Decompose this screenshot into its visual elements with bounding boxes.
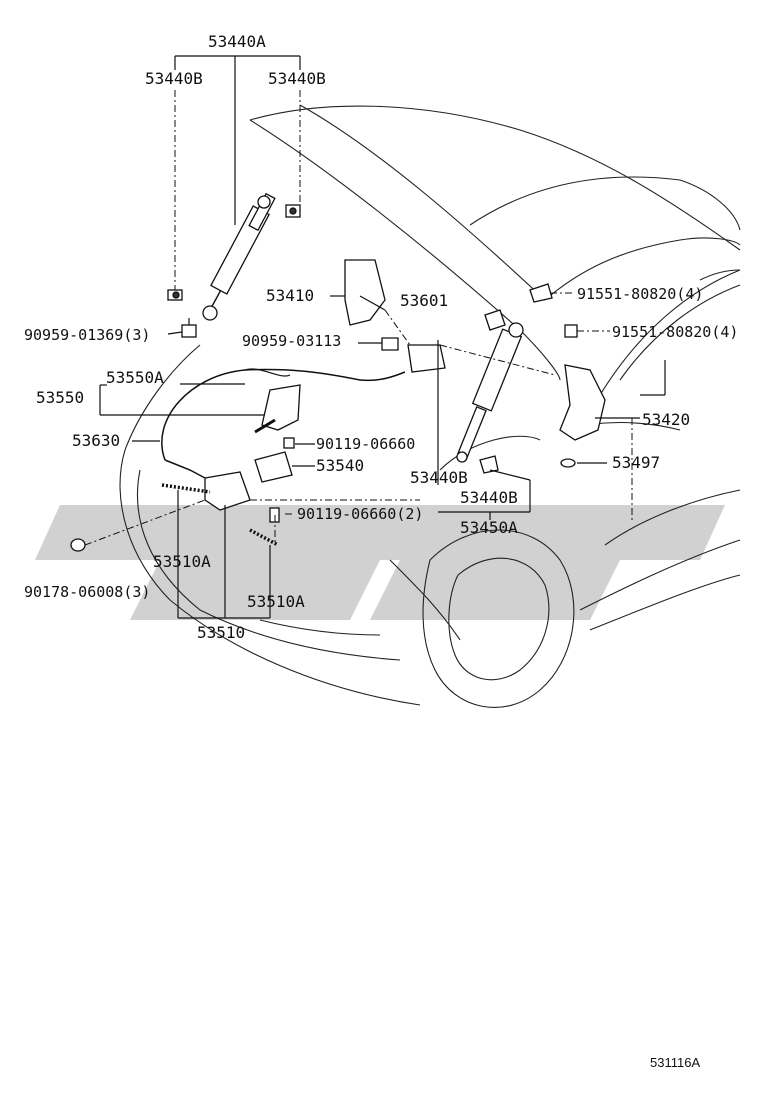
- callout-53450A: 53450A: [460, 518, 518, 537]
- callout-53420: 53420: [642, 410, 690, 429]
- hood-support-strut-left: [202, 192, 276, 321]
- callout-53510A-b: 53510A: [247, 592, 305, 611]
- callout-53601: 53601: [400, 291, 448, 310]
- callout-53440B-left: 53440B: [145, 69, 203, 88]
- callout-53630: 53630: [72, 431, 120, 450]
- callout-91551-80820-a: 91551-80820(4): [577, 285, 703, 303]
- callout-53550A: 53550A: [106, 368, 164, 387]
- callout-90959-03113: 90959-03113: [242, 332, 341, 350]
- callout-53440B-mid-b: 53440B: [460, 488, 518, 507]
- callout-labels: 53440A 53440B 53440B 53410 53601 91551-8…: [24, 32, 738, 642]
- hood-release-cable: [161, 368, 406, 479]
- vehicle-body-outline: [119, 104, 741, 708]
- callout-90119-06660-a: 90119-06660: [316, 435, 415, 453]
- hood-support-strut-right: [456, 322, 524, 463]
- callout-53440A: 53440A: [208, 32, 266, 51]
- callout-53550: 53550: [36, 388, 84, 407]
- callout-53410: 53410: [266, 286, 314, 305]
- diagram-reference-code: 531116A: [650, 1055, 700, 1070]
- callout-90959-01369: 90959-01369(3): [24, 326, 150, 344]
- callout-90119-06660-b: 90119-06660(2): [297, 505, 423, 523]
- callout-53440B-right: 53440B: [268, 69, 326, 88]
- callout-53540: 53540: [316, 456, 364, 475]
- callout-53510: 53510: [197, 623, 245, 642]
- small-hardware-parts: [70, 204, 606, 552]
- callout-90178-06008: 90178-06008(3): [24, 583, 150, 601]
- callout-53510A-a: 53510A: [153, 552, 211, 571]
- callout-91551-80820-b: 91551-80820(4): [612, 323, 738, 341]
- callout-53497: 53497: [612, 453, 660, 472]
- callout-53440B-mid-a: 53440B: [410, 468, 468, 487]
- leader-lines: [84, 55, 666, 619]
